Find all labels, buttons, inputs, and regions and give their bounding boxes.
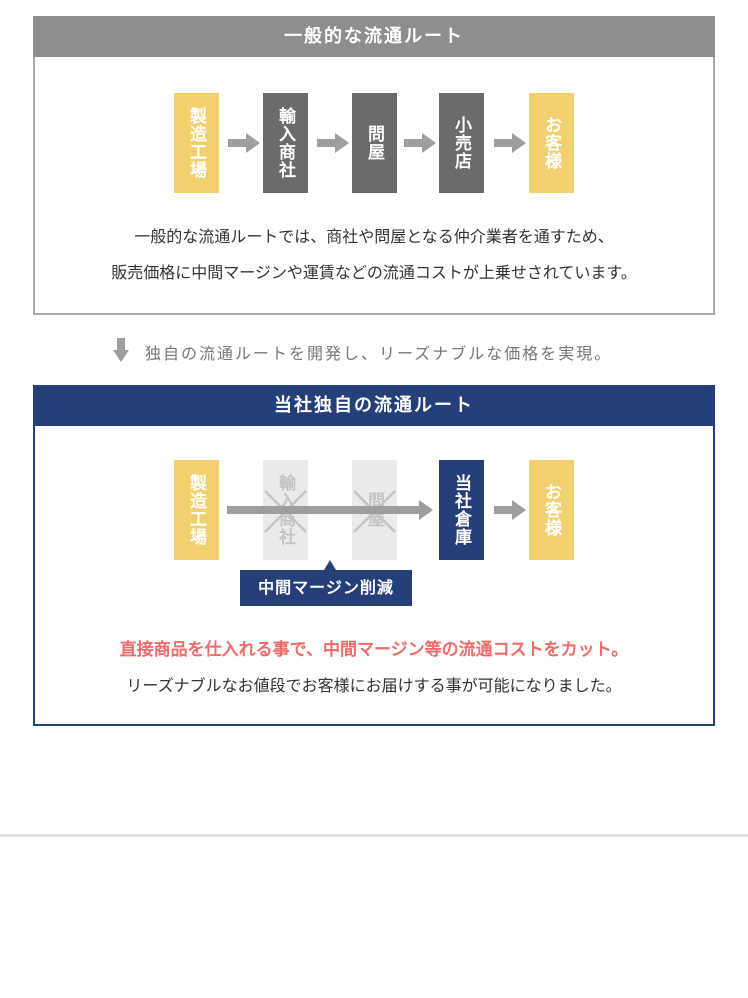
own-description: リーズナブルなお値段でお客様にお届けする事が可能になりました。 xyxy=(126,676,622,695)
node-wholesaler: 問屋 xyxy=(352,93,397,193)
arrow-down-icon xyxy=(117,338,125,352)
node-own-warehouse: 当社倉庫 xyxy=(439,460,484,560)
arrow-right-icon xyxy=(317,133,349,153)
transition-text: 独自の流通ルートを開発し、リーズナブルな価格を実現。 xyxy=(145,344,613,363)
divider xyxy=(0,834,748,837)
arrow-right-icon xyxy=(494,133,526,153)
general-description-2: 販売価格に中間マージンや運賃などの流通コストが上乗せされています。 xyxy=(111,263,637,282)
own-route-title: 当社独自の流通ルート xyxy=(33,385,715,426)
general-description-1: 一般的な流通ルートでは、商社や問屋となる仲介業者を通すため、 xyxy=(134,227,614,246)
arrow-right-icon xyxy=(228,133,260,153)
general-route-title: 一般的な流通ルート xyxy=(33,16,715,57)
node-customer: お客様 xyxy=(529,93,574,193)
own-highlight-text: 直接商品を仕入れる事で、中間マージン等の流通コストをカット。 xyxy=(119,640,629,660)
node-trading-company: 輸入商社 xyxy=(263,93,308,193)
long-arrow-right-icon xyxy=(227,500,433,520)
node-customer: お客様 xyxy=(529,460,574,560)
margin-cut-badge: 中間マージン削減 xyxy=(240,570,412,606)
general-route-panel: 一般的な流通ルート 製造工場 輸入商社 問屋 小売店 お客様 一般的な流通ルート… xyxy=(33,16,715,315)
own-route-panel: 当社独自の流通ルート 製造工場 輸入商社 問屋 当社倉庫 お客様 中間マージン削… xyxy=(33,385,715,726)
node-factory: 製造工場 xyxy=(174,93,219,193)
node-factory: 製造工場 xyxy=(174,460,219,560)
node-retailer: 小売店 xyxy=(439,93,484,193)
arrow-right-icon xyxy=(494,500,526,520)
arrow-right-icon xyxy=(404,133,436,153)
